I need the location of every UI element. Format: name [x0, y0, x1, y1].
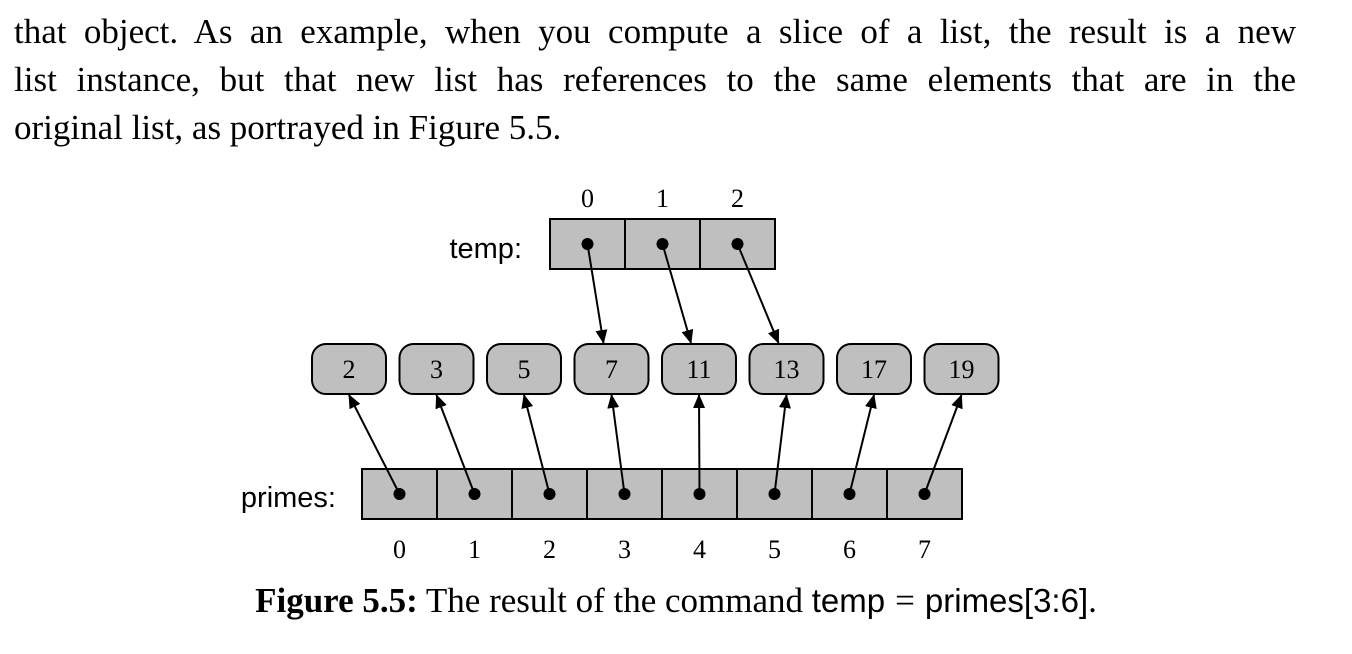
- primes-arrow: [848, 394, 877, 495]
- caption-equals: =: [895, 581, 915, 620]
- value-object: [573, 343, 650, 395]
- value-object: [398, 343, 475, 395]
- primes-index: 4: [693, 535, 706, 564]
- value-label: 19: [949, 355, 975, 384]
- value-object: [748, 343, 825, 395]
- primes-label: primes:: [241, 482, 336, 514]
- value-label: 13: [774, 355, 800, 384]
- primes-arrow: [773, 394, 791, 495]
- value-label: 7: [605, 355, 618, 384]
- temp-cell: [699, 218, 776, 270]
- temp-index: 1: [656, 184, 669, 213]
- primes-index: 6: [843, 535, 856, 564]
- primes-index: 5: [768, 535, 781, 564]
- temp-arrow: [661, 243, 694, 344]
- value-object: [311, 343, 387, 395]
- primes-index: 2: [543, 535, 556, 564]
- temp-label: temp:: [449, 233, 522, 265]
- primes-index: 7: [918, 535, 931, 564]
- paragraph-line-1: that object. As an example, when you com…: [14, 12, 1296, 51]
- primes-arrow: [607, 394, 626, 495]
- primes-index: 1: [468, 535, 481, 564]
- primes-index: 0: [393, 535, 406, 564]
- list-slice-diagram: 0 1 2 2 3 5 7 11 13 17 19 0 1 2 3 4 5 6 7 temp: primes:: [241, 184, 1000, 564]
- value-object: [836, 343, 912, 395]
- caption-code-left: temp: [811, 582, 886, 619]
- temp-index: 0: [581, 184, 594, 213]
- caption-label: Figure 5.5:: [255, 581, 418, 620]
- caption-text: The result of the command: [425, 581, 804, 620]
- primes-arrow: [693, 394, 706, 495]
- value-label: 3: [430, 355, 443, 384]
- value-label: 2: [343, 355, 356, 384]
- value-label: 5: [518, 355, 531, 384]
- paragraph-line-2: list instance, but that new list has ref…: [14, 60, 1296, 99]
- temp-index: 2: [731, 184, 744, 213]
- value-object: [923, 343, 1000, 395]
- caption-period: .: [1088, 581, 1097, 620]
- temp-arrow: [586, 243, 608, 344]
- figure-caption: Figure 5.5: The result of the command te…: [0, 577, 1352, 625]
- primes-arrow: [923, 394, 963, 495]
- temp-arrow: [736, 243, 780, 344]
- primes-index: 3: [618, 535, 631, 564]
- value-object: [661, 343, 737, 395]
- value-label: 17: [861, 355, 887, 384]
- primes-arrow: [348, 394, 401, 495]
- paragraph-line-3: original list, as portrayed in Figure 5.…: [14, 108, 562, 147]
- body-paragraph: that object. As an example, when you com…: [14, 8, 1296, 152]
- caption-code-right: primes[3:6]: [924, 582, 1089, 619]
- primes-arrow: [435, 394, 476, 495]
- value-label: 11: [686, 355, 711, 384]
- value-object: [486, 343, 562, 395]
- primes-arrow: [521, 394, 551, 495]
